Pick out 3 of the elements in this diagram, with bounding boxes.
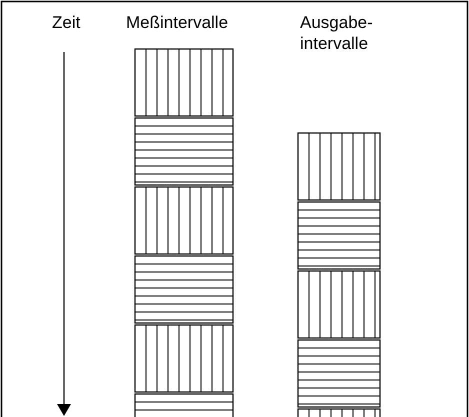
column-heading: Ausgabe- intervalle [300, 12, 374, 54]
axis-label: Zeit [52, 12, 82, 33]
column-heading: Meßintervalle [126, 12, 230, 33]
